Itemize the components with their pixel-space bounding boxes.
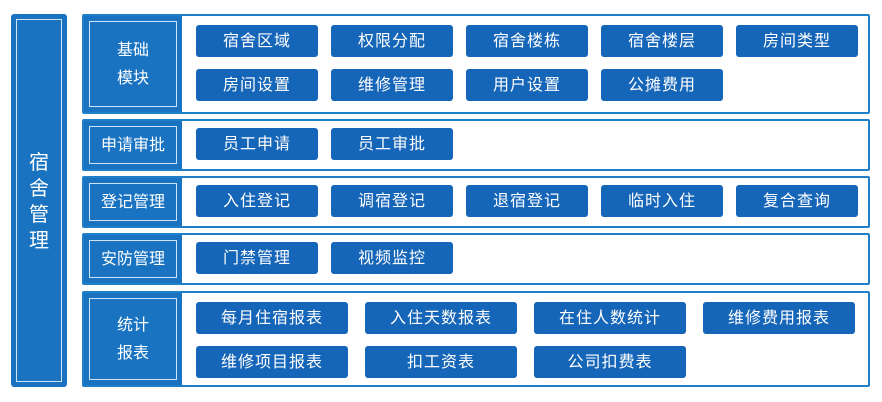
section-label-line: 模块: [116, 68, 149, 87]
module-button[interactable]: 维修费用报表: [703, 302, 855, 334]
section-label-line: 报表: [116, 343, 149, 362]
section-label: 安防管理: [89, 240, 177, 278]
module-title-bar: 宿舍管理: [11, 14, 67, 387]
section-report: 统计报表每月住宿报表入住天数报表在住人数统计维修费用报表维修项目报表扣工资表公司…: [82, 291, 870, 387]
section-label: 基础模块: [89, 21, 177, 107]
module-button[interactable]: 维修项目报表: [196, 346, 348, 378]
section-register: 登记管理 入住登记调宿登记退宿登记临时入住复合查询: [82, 176, 870, 228]
module-button[interactable]: 复合查询: [736, 185, 858, 217]
module-button[interactable]: 在住人数统计: [534, 302, 686, 334]
section-label: 申请审批: [89, 126, 177, 164]
module-button[interactable]: 宿舍楼层: [601, 25, 723, 57]
module-button[interactable]: 扣工资表: [365, 346, 517, 378]
module-button[interactable]: 入住天数报表: [365, 302, 517, 334]
section-security: 安防管理 门禁管理视频监控: [82, 233, 870, 285]
section-label-box: 安防管理: [84, 235, 182, 283]
module-button[interactable]: 宿舍区域: [196, 25, 318, 57]
module-button[interactable]: 门禁管理: [196, 242, 318, 274]
module-button[interactable]: 房间设置: [196, 69, 318, 101]
module-button[interactable]: 员工申请: [196, 128, 318, 160]
section-label-box: 申请审批: [84, 121, 182, 169]
section-label: 登记管理: [89, 183, 177, 221]
module-button[interactable]: 维修管理: [331, 69, 453, 101]
module-button[interactable]: 权限分配: [331, 25, 453, 57]
module-button[interactable]: 调宿登记: [331, 185, 453, 217]
section-label-line: 登记管理: [100, 192, 165, 211]
module-button[interactable]: 退宿登记: [466, 185, 588, 217]
section-label-line: 统计: [116, 315, 149, 334]
section-label-line: 安防管理: [100, 249, 165, 268]
module-button[interactable]: 用户设置: [466, 69, 588, 101]
module-button[interactable]: 房间类型: [736, 25, 858, 57]
section-label: 统计报表: [89, 298, 177, 380]
module-title: 宿舍管理: [29, 149, 49, 252]
section-label-line: 基础: [116, 40, 149, 59]
module-title-frame: 宿舍管理: [16, 19, 62, 382]
section-label-box: 登记管理: [84, 178, 182, 226]
module-button[interactable]: 每月住宿报表: [196, 302, 348, 334]
module-button[interactable]: 公摊费用: [601, 69, 723, 101]
module-button[interactable]: 宿舍楼栋: [466, 25, 588, 57]
module-button[interactable]: 员工审批: [331, 128, 453, 160]
module-button[interactable]: 视频监控: [331, 242, 453, 274]
section-approval: 申请审批 员工申请员工审批: [82, 119, 870, 171]
section-label-box: 统计报表: [84, 293, 182, 385]
section-basic: 基础模块宿舍区域权限分配宿舍楼栋宿舍楼层房间类型房间设置维修管理用户设置公摊费用: [82, 14, 870, 114]
section-label-box: 基础模块: [84, 16, 182, 112]
module-button[interactable]: 入住登记: [196, 185, 318, 217]
module-button[interactable]: 临时入住: [601, 185, 723, 217]
module-button[interactable]: 公司扣费表: [534, 346, 686, 378]
section-label-line: 申请审批: [100, 135, 165, 154]
